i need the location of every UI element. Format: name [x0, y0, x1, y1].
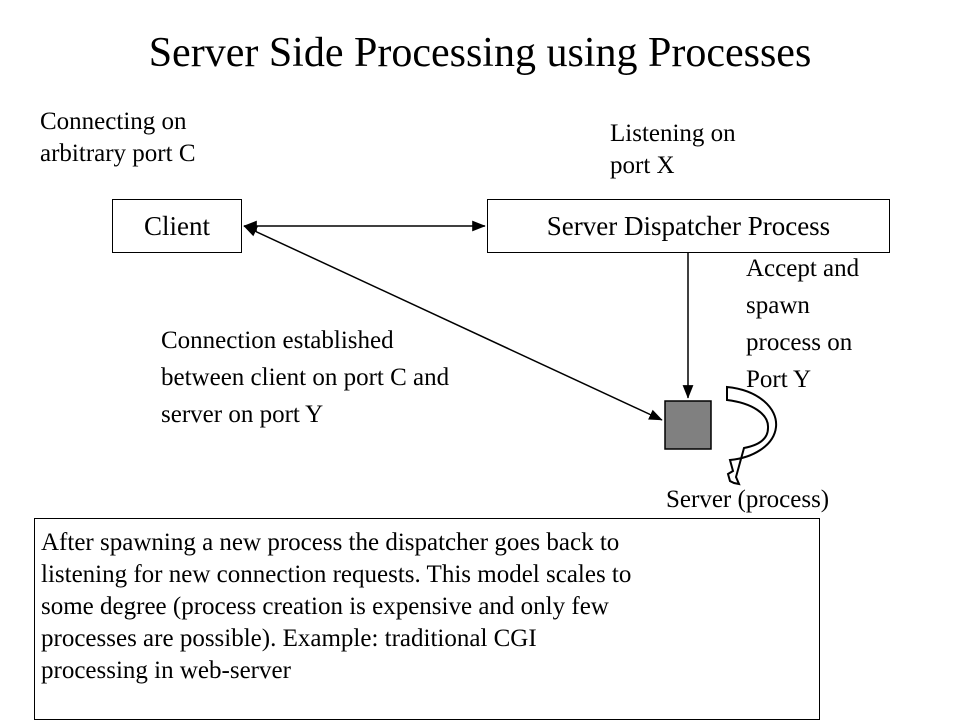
summary-line: After spawning a new process the dispatc… [41, 529, 620, 556]
summary-line: processes are possible). Example: tradit… [41, 625, 537, 652]
summary-line: listening for new connection requests. T… [41, 561, 632, 588]
connecting-note: Connecting on arbitrary port C [40, 106, 196, 170]
summary-box: After spawning a new process the dispatc… [34, 518, 820, 720]
client-box: Client [112, 199, 242, 253]
loop-arrow-icon [726, 385, 778, 486]
server-process-square [664, 400, 712, 450]
connecting-note-line: Connecting on [40, 108, 187, 135]
connecting-note-line: arbitrary port C [40, 140, 196, 167]
summary-line: some degree (process creation is expensi… [41, 593, 609, 620]
accept-note-line: process on [746, 329, 853, 356]
listening-note-line: Listening on [610, 120, 736, 147]
listening-note: Listening on port X [610, 118, 736, 182]
accept-note: Accept and spawn process on Port Y [746, 250, 859, 398]
listening-note-line: port X [610, 152, 675, 179]
slide-title: Server Side Processing using Processes [148, 30, 812, 76]
summary-line: processing in web-server [41, 657, 291, 684]
accept-note-line: Accept and [746, 255, 860, 282]
accept-note-line: Port Y [746, 366, 812, 393]
server-process-label: Server (process) [666, 486, 830, 513]
client-server-process-arrow [243, 225, 663, 421]
accept-note-line: spawn [746, 292, 810, 319]
